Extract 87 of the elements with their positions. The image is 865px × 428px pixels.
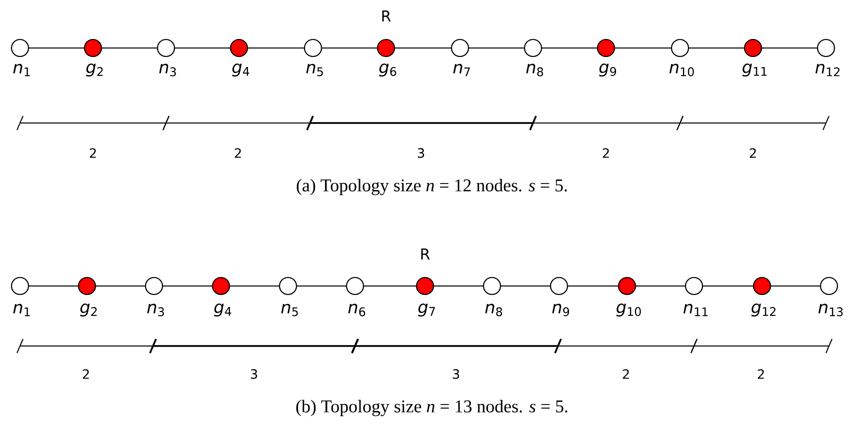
line-segment [322, 47, 377, 49]
node-label: n$_{3}$ [147, 304, 164, 316]
node-label: g$_{2}$ [86, 64, 103, 76]
node-label: n$_{1}$ [13, 64, 30, 76]
open-circle [684, 276, 704, 296]
line-segment [703, 285, 753, 287]
node-label: n$_{6}$ [348, 304, 366, 316]
region-label: R [382, 10, 391, 22]
node-label: n$_{13}$ [818, 304, 843, 316]
open-circle [304, 38, 322, 58]
node-label: n$_{8}$ [526, 64, 544, 76]
dimension-label: 2 [82, 369, 89, 379]
dimension-label: 2 [750, 148, 756, 158]
dimension-label: 3 [418, 148, 424, 158]
open-circle [550, 276, 568, 296]
dimension-label: 2 [758, 369, 764, 379]
node-label: n$_{8}$ [485, 304, 502, 316]
node-label: g$_{9}$ [599, 64, 616, 76]
dimension-label: 2 [234, 148, 241, 158]
node-label: n$_{3}$ [159, 64, 176, 76]
line-segment [434, 285, 483, 287]
line-segment [615, 47, 671, 49]
node-label: g$_{2}$ [80, 304, 97, 316]
line-segment [102, 47, 157, 49]
node-label: n$_{7}$ [453, 64, 470, 76]
line-segment [163, 285, 212, 287]
node-label: g$_{4}$ [214, 304, 232, 316]
node-label: n$_{10}$ [669, 64, 694, 76]
node-label: g$_{12}$ [751, 304, 776, 316]
line-segment [175, 47, 230, 49]
open-circle [450, 38, 470, 58]
open-circle [816, 38, 836, 58]
line-segment [469, 47, 524, 49]
node-label: g$_{4}$ [232, 64, 250, 76]
caption: (b) Topology size n = 13 nodes. s = 5. [296, 400, 568, 416]
node-label: g$_{11}$ [742, 64, 767, 76]
dimension-label: 2 [602, 148, 609, 158]
line-segment [395, 47, 451, 49]
open-circle [278, 276, 298, 296]
open-circle [10, 276, 30, 296]
open-circle [144, 276, 164, 296]
line-segment [771, 285, 820, 287]
line-segment [29, 47, 84, 49]
line-segment [230, 285, 279, 287]
open-circle [524, 38, 542, 58]
node-label: n$_{5}$ [306, 64, 323, 76]
node-label: g$_{7}$ [418, 304, 435, 316]
dimension-label: 2 [90, 148, 96, 158]
filled-circle [230, 38, 248, 58]
open-circle [670, 38, 690, 58]
filled-circle [84, 38, 102, 58]
filled-circle [376, 38, 396, 58]
filled-circle [416, 276, 434, 296]
line-segment [96, 285, 145, 287]
filled-circle [752, 276, 772, 296]
dimension-label: 2 [622, 369, 629, 379]
caption: (a) Topology size n = 12 nodes. s = 5. [296, 178, 567, 196]
line-segment [501, 285, 550, 287]
filled-circle [596, 38, 616, 58]
line-segment [297, 285, 346, 287]
dimension-label: 3 [250, 369, 258, 379]
filled-circle [212, 276, 230, 296]
node-label: g$_{10}$ [616, 304, 641, 316]
dimension-label: 3 [452, 369, 460, 379]
node-label: n$_{11}$ [683, 304, 708, 316]
node-label: n$_{5}$ [281, 304, 298, 316]
line-segment [689, 47, 744, 49]
region-label: R [421, 248, 430, 260]
line-segment [542, 47, 597, 49]
node-label: n$_{12}$ [815, 64, 840, 76]
filled-circle [618, 276, 636, 296]
line-segment [762, 47, 817, 49]
filled-circle [78, 276, 96, 296]
open-circle [820, 276, 838, 296]
open-circle [10, 38, 30, 58]
node-label: g$_{6}$ [379, 64, 396, 76]
line-segment [568, 285, 618, 287]
line-segment [636, 285, 685, 287]
line-segment [248, 47, 304, 49]
filled-circle [744, 38, 762, 58]
node-label: n$_{9}$ [552, 304, 570, 316]
node-label: n$_{1}$ [13, 304, 30, 316]
open-circle [156, 38, 176, 58]
open-circle [346, 276, 364, 296]
line-segment [29, 285, 78, 287]
line-segment [364, 285, 416, 287]
open-circle [482, 276, 502, 296]
